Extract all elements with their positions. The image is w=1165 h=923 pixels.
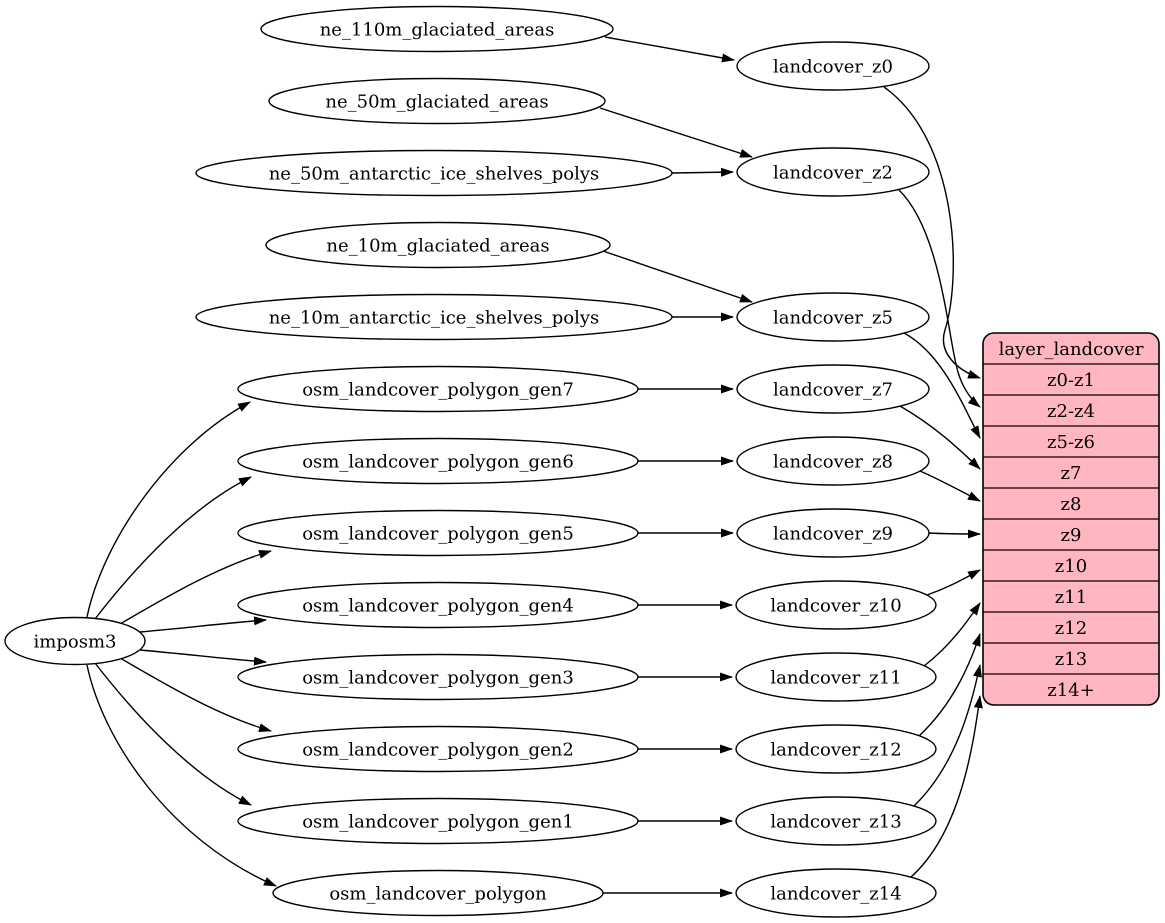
node-landcover-z7: landcover_z7 (736, 364, 930, 414)
node-osm-landcover-polygon-gen2: osm_landcover_polygon_gen2 (237, 725, 639, 773)
edge-imposm3-gen3 (139, 649, 267, 666)
node-label: osm_landcover_polygon (329, 884, 547, 905)
table-row-z5-z6: z5-z6 (1047, 432, 1095, 453)
table-row-z11: z11 (1055, 587, 1087, 608)
node-label: ne_50m_antarctic_ice_shelves_polys (269, 164, 600, 185)
node-landcover-z5: landcover_z5 (736, 292, 930, 342)
node-label: landcover_z11 (770, 668, 901, 689)
node-osm-landcover-polygon: osm_landcover_polygon (272, 869, 604, 917)
node-label: osm_landcover_polygon_gen1 (302, 812, 574, 833)
edge-ne50m-z2 (599, 107, 753, 158)
table-row-z8: z8 (1061, 494, 1082, 515)
node-ne-10m-glaciated-areas: ne_10m_glaciated_areas (265, 221, 611, 269)
table-layer-landcover: layer_landcover z0-z1 z2-z4 z5-z6 z7 z8 … (982, 332, 1160, 706)
edge-ne110m-z0 (604, 36, 735, 63)
node-osm-landcover-polygon-gen4: osm_landcover_polygon_gen4 (237, 581, 639, 629)
edge-z13-row (913, 664, 982, 807)
node-landcover-z11: landcover_z11 (735, 652, 937, 702)
node-osm-landcover-polygon-gen7: osm_landcover_polygon_gen7 (237, 365, 639, 413)
node-landcover-z8: landcover_z8 (736, 436, 930, 486)
table-row-z14plus: z14+ (1047, 680, 1094, 701)
edge-z10-row (926, 569, 981, 596)
node-osm-landcover-polygon-gen3: osm_landcover_polygon_gen3 (237, 653, 639, 701)
table-row-z0-z1: z0-z1 (1047, 370, 1095, 391)
node-label: landcover_z2 (773, 163, 893, 184)
node-label: landcover_z0 (773, 57, 893, 78)
table-row-z10: z10 (1055, 556, 1087, 577)
node-ne-110m-glaciated-areas: ne_110m_glaciated_areas (260, 5, 614, 53)
table-row-z12: z12 (1055, 618, 1087, 639)
node-landcover-z10: landcover_z10 (735, 580, 937, 630)
node-landcover-z2: landcover_z2 (736, 147, 930, 197)
edge-z8-row (919, 470, 981, 502)
node-landcover-z14: landcover_z14 (735, 868, 937, 918)
node-label: ne_50m_glaciated_areas (325, 92, 548, 113)
node-label: imposm3 (34, 632, 117, 653)
edge-imposm3-gen5 (119, 550, 272, 625)
node-landcover-z0: landcover_z0 (736, 41, 930, 91)
node-ne-10m-antarctic-ice-shelves-polys: ne_10m_antarctic_ice_shelves_polys (195, 293, 673, 341)
edge-imposm3-polygon (86, 664, 277, 887)
node-label: landcover_z9 (773, 524, 893, 545)
node-label: osm_landcover_polygon_gen2 (302, 740, 574, 761)
node-label: osm_landcover_polygon_gen5 (302, 524, 574, 545)
edge-ne50m-ant-z2 (671, 167, 734, 177)
edges (86, 36, 983, 898)
table-title: layer_landcover (999, 339, 1144, 360)
node-ne-50m-glaciated-areas: ne_50m_glaciated_areas (268, 77, 606, 125)
node-label: osm_landcover_polygon_gen7 (302, 380, 574, 401)
node-label: landcover_z10 (770, 596, 901, 617)
edge-z14-row (910, 695, 983, 878)
edge-z2-row (898, 189, 981, 408)
node-landcover-z12: landcover_z12 (735, 724, 937, 774)
edge-z5-row (903, 332, 981, 439)
node-label: landcover_z14 (770, 884, 901, 905)
edge-z9-row (928, 529, 981, 539)
table-row-z9: z9 (1061, 525, 1082, 546)
edge-z11-row (923, 602, 981, 667)
node-osm-landcover-polygon-gen5: osm_landcover_polygon_gen5 (237, 509, 639, 557)
node-label: ne_110m_glaciated_areas (320, 20, 555, 41)
node-landcover-z13: landcover_z13 (735, 796, 937, 846)
node-label: landcover_z12 (770, 740, 901, 761)
table-row-z13: z13 (1055, 649, 1087, 670)
edge-imposm3-gen7 (86, 401, 251, 618)
node-label: ne_10m_antarctic_ice_shelves_polys (269, 308, 600, 329)
node-landcover-z9: landcover_z9 (736, 508, 930, 558)
node-label: osm_landcover_polygon_gen3 (302, 668, 574, 689)
edge-z12-row (918, 633, 981, 737)
node-imposm3: imposm3 (4, 616, 146, 666)
node-label: ne_10m_glaciated_areas (326, 236, 549, 257)
edge-imposm3-gen2 (119, 657, 272, 732)
edge-ne10m-z5 (602, 250, 753, 303)
node-label: osm_landcover_polygon_gen4 (302, 596, 574, 617)
node-label: landcover_z13 (770, 812, 901, 833)
node-label: landcover_z5 (773, 308, 893, 329)
node-label: landcover_z8 (773, 452, 893, 473)
edge-imposm3-gen1 (94, 662, 252, 806)
node-osm-landcover-polygon-gen1: osm_landcover_polygon_gen1 (237, 797, 639, 845)
node-label: landcover_z7 (773, 380, 893, 401)
node-ne-50m-antarctic-ice-shelves-polys: ne_50m_antarctic_ice_shelves_polys (195, 149, 673, 197)
table-row-z7: z7 (1061, 463, 1082, 484)
edge-imposm3-gen4 (139, 616, 267, 633)
edge-z0-row (883, 86, 981, 379)
edge-z7-row (899, 405, 981, 470)
edge-imposm3-gen6 (94, 476, 252, 620)
node-label: osm_landcover_polygon_gen6 (302, 452, 574, 473)
table-row-z2-z4: z2-z4 (1047, 401, 1095, 422)
node-osm-landcover-polygon-gen6: osm_landcover_polygon_gen6 (237, 437, 639, 485)
